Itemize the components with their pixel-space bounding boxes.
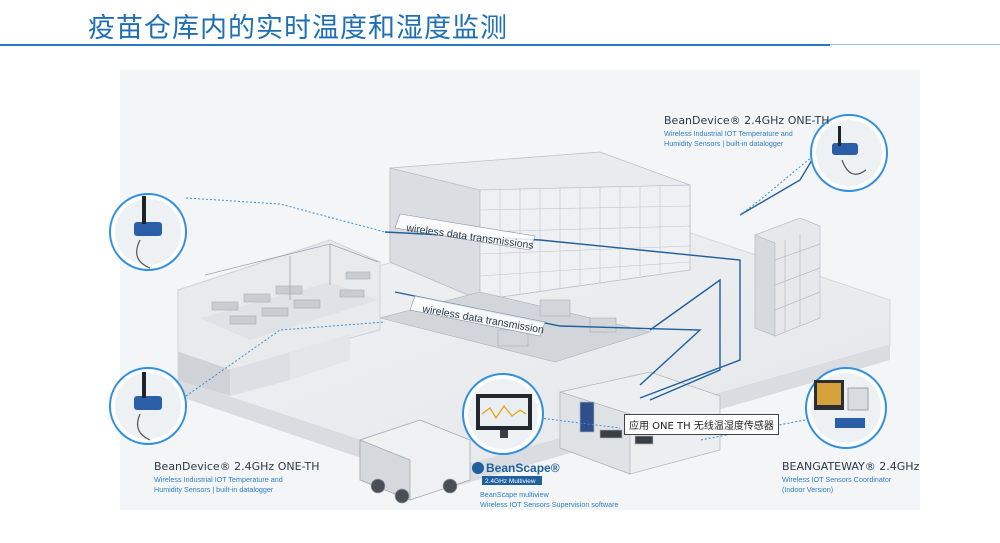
title-rule — [0, 44, 830, 46]
office-floor — [200, 282, 378, 340]
office-desks — [211, 271, 371, 325]
page-title: 疫苗仓库内的实时温度和湿度监测 — [88, 13, 508, 44]
beanscape-logo: BeanScape® 2.4GHz Multiview — [472, 461, 560, 485]
device-top-sub1: Wireless Industrial IOT Temperature and — [664, 129, 793, 138]
beanscape-badge: 2.4GHz Multiview — [485, 478, 536, 485]
device-circle-top-left — [109, 193, 187, 271]
beanscape-circle — [462, 373, 544, 455]
device-circle-top-right — [810, 114, 888, 192]
gateway-title: BEANGATEWAY® 2.4GHz — [782, 460, 920, 473]
device-top-title: BeanDevice® 2.4GHz ONE-TH — [664, 114, 830, 127]
beanscape-sub2: Wireless IOT Sensors Supervision softwar… — [480, 500, 618, 509]
device-top-sub2: Humidity Sensors | built-in datalogger — [664, 139, 784, 148]
device-bottom-title: BeanDevice® 2.4GHz ONE-TH — [154, 460, 320, 473]
beanscape-logo-text: BeanScape® — [486, 461, 560, 475]
warehouse-floor-front — [178, 345, 890, 488]
right-storage-racks — [754, 217, 821, 337]
rack-uprights — [479, 185, 691, 297]
beanscape-sub1: BeanScape multiview — [480, 490, 550, 499]
glass-partitions — [204, 243, 379, 300]
gateway-sub2: (Indoor Version) — [782, 485, 833, 494]
title-rule-tail — [830, 44, 1000, 45]
device-bottom-sub2: Humidity Sensors | built-in datalogger — [154, 485, 274, 494]
gateway-circle — [805, 367, 887, 449]
delivery-truck — [359, 419, 471, 504]
loading-bays — [178, 334, 350, 396]
application-callout: 应用 ONE TH 无线温湿度传感器 — [624, 414, 779, 435]
gateway-sub1: Wireless IOT Sensors Coordinator — [782, 475, 892, 484]
device-bottom-sub1: Wireless Industrial IOT Temperature and — [154, 475, 283, 484]
device-circle-bottom-left — [109, 367, 187, 445]
